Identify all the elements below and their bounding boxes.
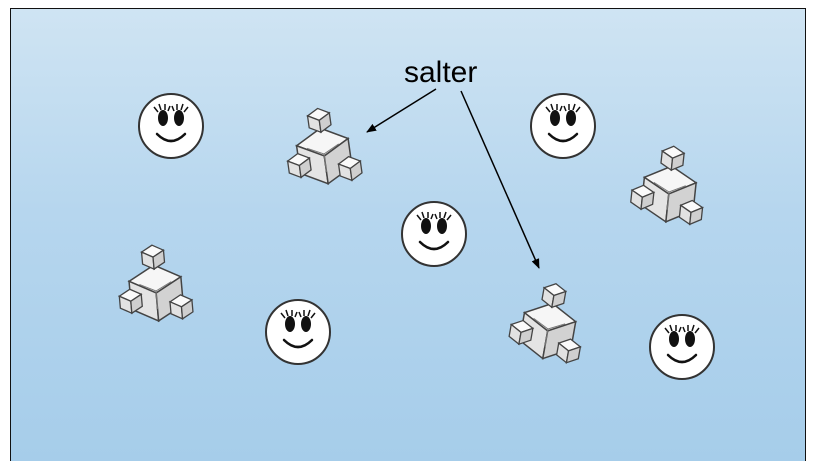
smiley-face-icon — [137, 92, 205, 160]
salt-crystal-icon — [115, 242, 193, 324]
salter-label: salter — [404, 56, 477, 89]
smiley-face-icon — [264, 298, 332, 366]
smiley-face-icon — [529, 92, 597, 160]
salt-crystal-icon — [629, 142, 709, 225]
arrow-to-crystal-2 — [460, 90, 540, 269]
salt-crystal-icon — [506, 277, 590, 364]
arrow-to-crystal-1 — [366, 88, 437, 133]
diagram-panel: salter — [10, 8, 806, 461]
smiley-face-icon — [648, 313, 716, 381]
smiley-face-icon — [400, 200, 468, 268]
salt-crystal-icon — [281, 104, 363, 189]
diagram-canvas: salter — [11, 56, 716, 381]
